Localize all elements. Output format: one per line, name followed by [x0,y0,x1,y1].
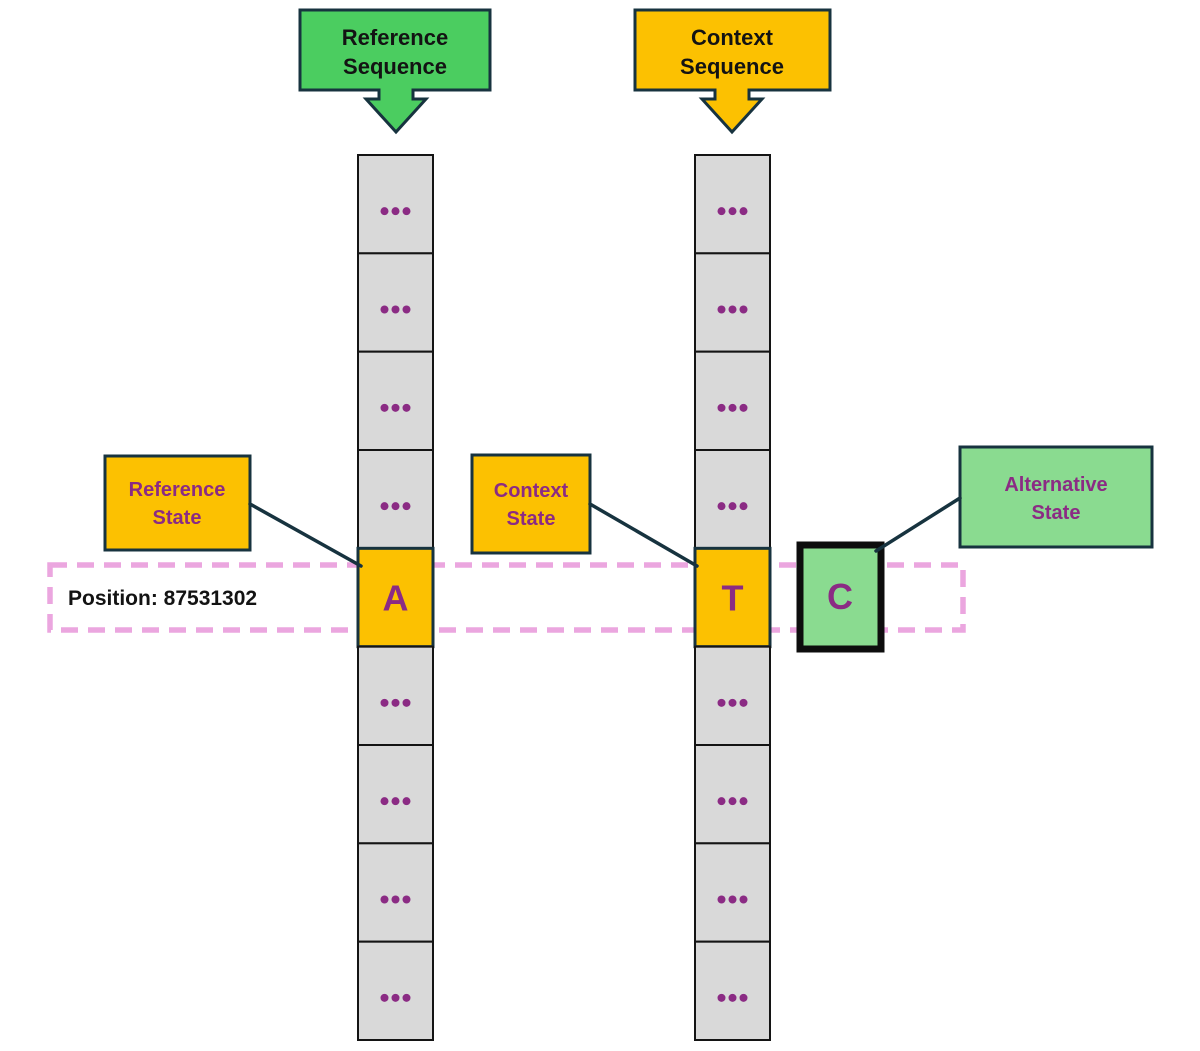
ellipsis-dot [728,305,737,314]
ellipsis-dot [717,698,726,707]
context-state-label-line1: Context [494,480,569,502]
ellipsis-dot [728,797,737,806]
ellipsis-dot [717,993,726,1002]
ellipsis-dot [739,403,748,412]
sequence-cell [694,154,771,255]
ellipsis-dot [402,895,411,904]
ellipsis-dot [391,698,400,707]
alternative-state-letter: C [827,576,853,617]
ellipsis-dot [739,797,748,806]
ellipsis-dot [728,502,737,511]
ellipsis-dot [739,305,748,314]
ellipsis-dot [728,895,737,904]
ellipsis-dot [717,502,726,511]
ellipsis-dot [739,207,748,216]
sequence-cell [357,449,434,550]
sequence-cell [694,252,771,353]
alternative-state-cell: C [796,541,885,653]
ellipsis-dot [380,207,389,216]
context-state-label: Context State [470,453,592,555]
ellipsis-dot [728,403,737,412]
state-letter: T [722,578,744,619]
ellipsis-dot [739,993,748,1002]
ellipsis-dot [380,305,389,314]
ellipsis-dot [391,895,400,904]
context-sequence-callout: Context Sequence [633,8,832,135]
sequence-cell [357,940,434,1041]
ellipsis-dot [402,797,411,806]
ellipsis-dot [391,403,400,412]
ellipsis-dot [728,207,737,216]
connector-alternative-state [874,496,962,553]
connector-reference-state [248,502,363,568]
ellipsis-dot [728,698,737,707]
reference-sequence-title-line1: Reference [342,25,448,50]
ellipsis-dot [402,207,411,216]
reference-state-label-line2: State [153,507,202,529]
ellipsis-dot [402,993,411,1002]
ellipsis-dot [739,698,748,707]
reference-sequence-title-line2: Sequence [343,54,447,79]
ellipsis-dot [380,403,389,412]
sequence-cell [694,744,771,845]
reference-state-label-line1: Reference [129,479,226,501]
down-arrow-callout-shape [298,8,492,135]
connector-context-state [588,502,699,568]
ellipsis-dot [402,502,411,511]
ellipsis-dot [739,895,748,904]
ellipsis-dot [380,698,389,707]
alternative-state-label-line1: Alternative [1004,474,1107,496]
alternative-state-label-line2: State [1032,502,1081,524]
reference-state-label-box [103,454,252,552]
sequence-cell [357,842,434,943]
ellipsis-dot [402,698,411,707]
context-sequence-column: T [693,154,772,1041]
sequence-cell [357,350,434,452]
ellipsis-dot [391,305,400,314]
ellipsis-dot [739,502,748,511]
sequence-cell [357,252,434,353]
ellipsis-dot [380,993,389,1002]
ellipsis-dot [402,305,411,314]
context-sequence-title-line1: Context [691,25,774,50]
sequence-cell [694,449,771,550]
ellipsis-dot [717,797,726,806]
ellipsis-dot [391,207,400,216]
state-cell [693,546,772,649]
alternative-state-cell-box [796,541,885,653]
sequence-cell [694,645,771,746]
ellipsis-dot [717,305,726,314]
context-state-label-box [470,453,592,555]
down-arrow-callout-shape [633,8,832,135]
sequence-cell [357,645,434,746]
sequence-cell [694,842,771,943]
sequence-cell [357,154,434,255]
ellipsis-dot [391,502,400,511]
ellipsis-dot [391,797,400,806]
ellipsis-dot [380,502,389,511]
sequence-cell [357,744,434,845]
alternative-state-label-box [958,445,1154,549]
reference-sequence-column: A [356,154,435,1041]
context-state-label-line2: State [507,508,556,530]
ellipsis-dot [717,403,726,412]
variant-position-highlight-box [47,562,966,633]
ellipsis-dot [728,993,737,1002]
ellipsis-dot [391,993,400,1002]
reference-sequence-callout: Reference Sequence [298,8,492,135]
context-sequence-title-line2: Sequence [680,54,784,79]
sequence-cell [694,350,771,452]
state-letter: A [383,578,409,619]
alternative-state-label: Alternative State [958,445,1154,549]
reference-state-label: Reference State [103,454,252,552]
sequence-cell [694,940,771,1041]
position-label: Position: 87531302 [68,587,257,610]
ellipsis-dot [717,895,726,904]
ellipsis-dot [717,207,726,216]
ellipsis-dot [402,403,411,412]
ellipsis-dot [380,797,389,806]
ellipsis-dot [380,895,389,904]
